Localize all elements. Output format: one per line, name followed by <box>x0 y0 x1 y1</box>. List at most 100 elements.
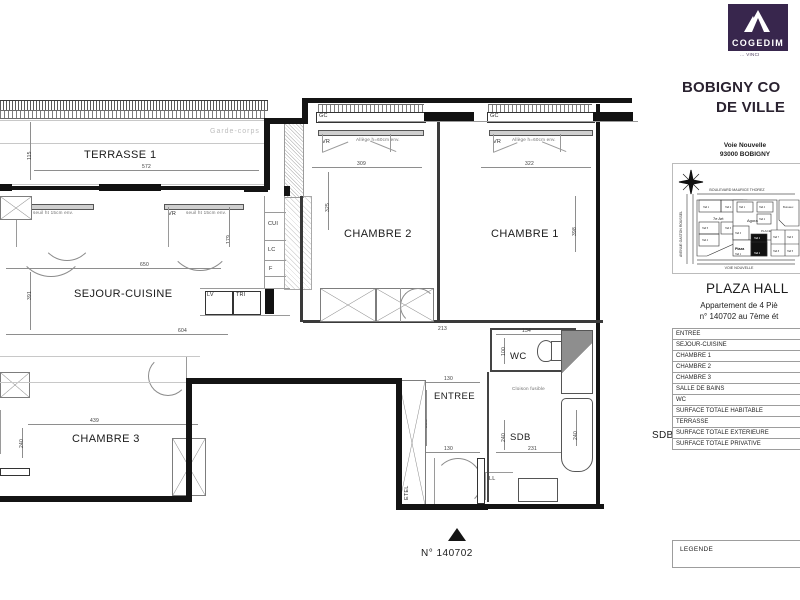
wall-top-cap <box>264 118 308 124</box>
kitchen-duct <box>284 196 312 290</box>
facade-mullion-2 <box>593 112 633 121</box>
schedule-row: SURFACE TOTALE EXTERIEURE <box>672 427 800 439</box>
appliance-tri <box>233 291 261 315</box>
dim-chambre1-right: 213 <box>438 326 447 332</box>
room-label-chambre-3: CHAMBRE 3 <box>72 433 140 445</box>
bathtub-fixture <box>561 398 593 472</box>
dim-chambre3-width: 439 <box>90 418 99 424</box>
svg-text:Hall 8: Hall 8 <box>773 250 780 253</box>
wall-sejour-bottom <box>186 378 402 384</box>
vanity-fixture <box>518 478 558 502</box>
svg-text:Hall 7: Hall 7 <box>773 236 780 239</box>
appliance-lv <box>205 291 233 315</box>
placard-etel <box>398 380 426 506</box>
svg-text:Agora: Agora <box>747 218 758 223</box>
svg-text:Hall 1: Hall 1 <box>739 206 746 209</box>
annotation-allege-left: Allège h=60cm env. <box>356 137 400 142</box>
dim-sdb-depth: 240 <box>501 433 507 442</box>
svg-text:Hall 4: Hall 4 <box>702 239 709 242</box>
wall-sejour-kitchen-right <box>284 186 290 196</box>
window-chambre2 <box>318 130 424 136</box>
schedule-room-name: SALLE DE BAINS <box>672 383 800 395</box>
apartment-description: Appartement de 4 Piè <box>700 301 778 310</box>
dim-terrasse-width: 572 <box>142 164 151 170</box>
facade-mullion-1 <box>424 112 474 121</box>
svg-text:Hall 5: Hall 5 <box>702 227 709 230</box>
wall-top-left-corner <box>264 118 270 190</box>
svg-text:Hall 2: Hall 2 <box>754 252 761 255</box>
svg-text:Hall 1: Hall 1 <box>735 253 742 256</box>
svg-text:VOIE NOUVELLE: VOIE NOUVELLE <box>725 266 754 270</box>
tag-tri: TRI <box>236 292 246 298</box>
schedule-row: CHAMBRE 2 <box>672 361 800 373</box>
tag-lc: LC <box>268 247 276 253</box>
dim-chambre2-depth: 325 <box>325 203 331 212</box>
building-name: PLAZA HALL <box>706 281 789 296</box>
wall-chambre3-right <box>186 412 192 502</box>
room-label-sejour-cuisine: SEJOUR-CUISINE <box>74 288 173 300</box>
kitchen-column <box>265 288 274 314</box>
svg-text:Hall 3: Hall 3 <box>725 227 732 230</box>
dim-terrasse-depth: 115 <box>27 151 33 160</box>
door-swing-chambre1 <box>400 288 436 324</box>
schedule-room-name: ENTREE <box>672 328 800 340</box>
wall-top-right-of-cap <box>302 98 308 124</box>
placard-sejour-left <box>0 196 32 220</box>
schedule-row: SURFACE TOTALE PRIVATIVE <box>672 438 800 450</box>
dim-sejour-bottom: 604 <box>178 328 187 334</box>
svg-text:PLACE: PLACE <box>761 229 771 233</box>
dim-chambre3-depth: 240 <box>19 439 25 448</box>
schedule-row: SURFACE TOTALE HABITABLE <box>672 405 800 417</box>
legend-title: LEGENDE <box>680 546 714 553</box>
site-map: BOULEVARD MAURICE THOREZ AVENUE GASTON R… <box>672 163 800 274</box>
tag-cui: CUI <box>268 221 279 227</box>
svg-text:Bureaux: Bureaux <box>783 205 794 209</box>
placard-chambre3-left <box>0 372 30 398</box>
placard-chambre2 <box>320 288 376 322</box>
svg-text:Hall 5: Hall 5 <box>787 250 794 253</box>
schedule-row: SALLE DE BAINS <box>672 383 800 395</box>
svg-text:BOULEVARD MAURICE THOREZ: BOULEVARD MAURICE THOREZ <box>709 188 765 192</box>
schedule-room-name: WC <box>672 394 800 406</box>
tag-etel: ETEL <box>404 485 410 500</box>
svg-text:Hall 2: Hall 2 <box>759 218 766 221</box>
dim-wc-depth: 100 <box>501 347 507 356</box>
tag-vr-2: VR <box>168 211 177 217</box>
dim-entree-bottom: 130 <box>444 446 453 452</box>
wall-entree-bottom <box>396 504 488 510</box>
dim-corridor-right: 240 <box>573 431 579 440</box>
door-swing-entree <box>434 458 482 506</box>
window-mullion-2 <box>0 184 12 191</box>
dim-chambre1-width: 322 <box>525 161 534 167</box>
legend-box <box>672 540 800 568</box>
schedule-row: SEJOUR-CUISINE <box>672 339 800 351</box>
window-chambre1 <box>489 130 593 136</box>
guardrail-hatch-inner <box>0 110 268 119</box>
svg-text:Hall 3: Hall 3 <box>735 232 742 235</box>
sdb-overlap-label: SDB <box>652 430 674 441</box>
dim-sejour-depth: 391 <box>27 291 33 300</box>
cogedim-logo: COGEDIM <box>728 4 788 51</box>
room-label-wc: WC <box>510 351 527 362</box>
site-map-svg: BOULEVARD MAURICE THOREZ AVENUE GASTON R… <box>678 169 800 270</box>
svg-text:7e Art: 7e Art <box>713 216 724 221</box>
door-swing-sejour-3 <box>168 207 232 271</box>
tag-f: F <box>269 266 273 272</box>
dim-wc-width: 134 <box>522 328 531 334</box>
wall-roof-line <box>302 98 632 103</box>
dim-sdb-width: 231 <box>528 446 537 452</box>
program-title-line-1: BOBIGNY CO <box>682 79 781 96</box>
dim-entree-top: 130 <box>444 376 453 382</box>
door-swing-chambre3 <box>148 356 188 396</box>
schedule-room-name: SURFACE TOTALE PRIVATIVE <box>672 438 800 450</box>
svg-text:AVENUE GASTON ROUSSEL: AVENUE GASTON ROUSSEL <box>679 211 683 257</box>
apartment-number-label: N° 140702 <box>421 548 473 559</box>
wall-sejour-terrace-jamb <box>244 186 268 192</box>
title-block: COGEDIM ... VINCI BOBIGNY CO DE VILLE Vo… <box>660 0 800 600</box>
svg-text:Hall 6: Hall 6 <box>787 236 794 239</box>
tag-gc-2: GC <box>490 113 499 119</box>
schedule-row: CHAMBRE 1 <box>672 350 800 362</box>
window-chambre3 <box>0 468 30 476</box>
room-label-sdb: SDB <box>510 432 531 443</box>
